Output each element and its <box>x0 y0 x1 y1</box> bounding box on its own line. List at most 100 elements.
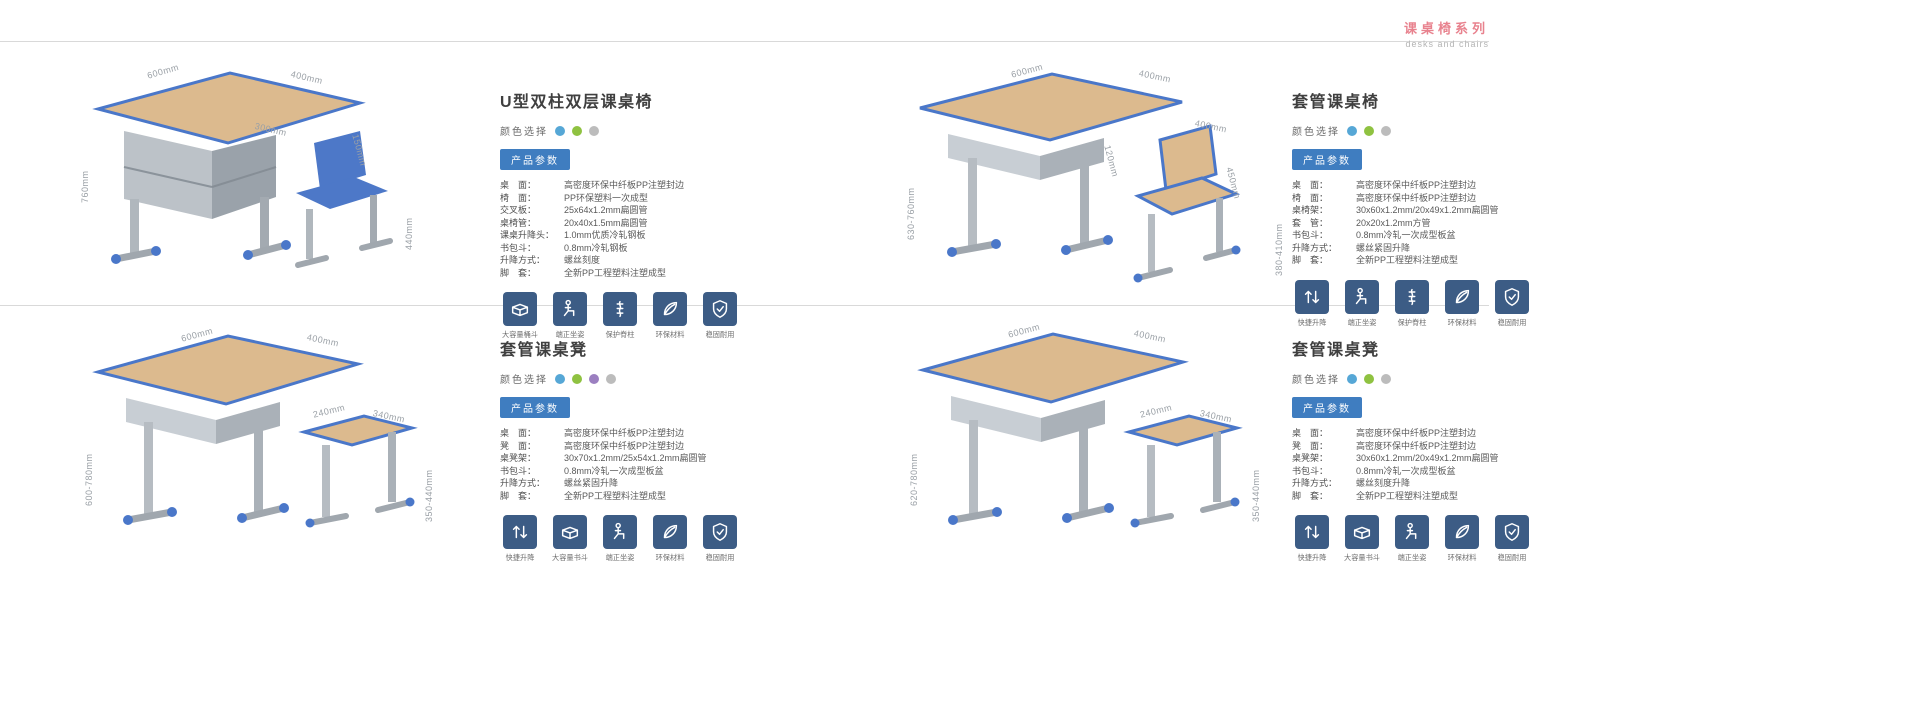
feature-item: 端正坐姿 <box>600 515 640 564</box>
spec-label: 脚 套： <box>1292 255 1329 265</box>
color-swatch <box>1364 373 1374 384</box>
spec-label: 桌 面： <box>1292 180 1329 190</box>
posture-icon <box>1345 279 1379 314</box>
dimension-label: 380-410mm <box>1274 223 1284 276</box>
feature-item: 保护脊柱 <box>600 292 640 341</box>
color-swatch <box>606 373 616 384</box>
product-title: 套管课桌凳 <box>1292 342 1380 359</box>
spec-row: 书包斗：0.8mm冷轧钢板 <box>500 242 765 255</box>
feature-label: 保护脊柱 <box>605 330 635 339</box>
spec-value: 0.8mm冷轧一次成型板盆 <box>564 465 664 476</box>
spec-row: 书包斗： 0.8mm冷轧一次成型板盆 <box>500 465 765 478</box>
feature-label: 环保材料 <box>655 553 685 562</box>
feature-label: 端正坐姿 <box>605 553 635 562</box>
spec-value: 30x70x1.2mm/25x54x1.2mm扁圆管 <box>564 453 707 463</box>
product-title: U型双柱双层课桌椅 <box>500 94 654 111</box>
spec-row: 脚 套：全新PP工程塑料注塑成型 <box>500 490 765 503</box>
spec-label: 桌 面： <box>500 428 537 438</box>
color-label: 颜色选择 <box>500 375 548 386</box>
product-1-illustration: 600mm 400mm 300mm 150mm 760mm 440mm <box>60 45 440 295</box>
spec-list: 桌 面：高密度环保中纤板PP注塑封边 凳 面：高密度环保中纤板PP注塑封边 桌凳… <box>500 427 765 502</box>
feature-item: 端正坐姿 <box>550 292 590 341</box>
dimension-label: 760mm <box>80 170 90 203</box>
spec-row: 椅 面：PP环保塑料一次成型 <box>500 192 765 205</box>
spec-label: 书包斗： <box>1292 230 1329 240</box>
spec-list: 桌 面：高密度环保中纤板PP注塑封边 椅 面：高密度环保中纤板PP注塑封边 桌椅… <box>1292 179 1557 267</box>
color-selection: 颜色选择 <box>500 123 765 138</box>
feature-item: 端正坐姿 <box>1342 279 1382 329</box>
feature-label: 端正坐姿 <box>1397 553 1427 562</box>
color-swatch <box>1347 125 1357 136</box>
spec-row: 升降方式： 螺丝刻度升降 <box>1292 477 1557 490</box>
leaf-icon <box>653 292 687 326</box>
leaf-icon <box>1445 279 1479 314</box>
feature-label: 大容量书斗 <box>1344 553 1380 562</box>
color-swatch <box>1364 125 1374 136</box>
feature-label: 保护脊柱 <box>1397 318 1427 327</box>
feature-item: 稳固耐用 <box>1492 279 1532 329</box>
feature-label: 稳固耐用 <box>1497 553 1527 562</box>
product-title: 套管课桌凳 <box>500 342 588 359</box>
color-label: 颜色选择 <box>1292 375 1340 386</box>
spec-value: PP环保塑料一次成型 <box>564 192 649 203</box>
feature-item: 稳固耐用 <box>1492 515 1532 564</box>
spec-row: 桌椅管：20x40x1.5mm扁圆管 <box>500 217 765 230</box>
spec-value: 螺丝刻度升降 <box>1356 478 1411 488</box>
spec-value: 螺丝紧固升降 <box>564 478 619 488</box>
desk-and-stool-drawing <box>917 332 1243 528</box>
spec-row: 椅 面：高密度环保中纤板PP注塑封边 <box>1292 192 1557 205</box>
color-swatch <box>572 125 582 136</box>
spec-label: 书包斗： <box>500 465 537 476</box>
feature-item: 快捷升降 <box>500 515 540 564</box>
posture-icon <box>553 292 587 326</box>
color-selection: 颜色选择 <box>500 371 765 386</box>
spec-row: 升降方式：螺丝刻度 <box>500 254 765 267</box>
feature-row: 快捷升降 大容量书斗 端正坐姿 环保材料 稳固耐用 <box>1292 515 1557 564</box>
series-subtitle: desks and chairs <box>1405 39 1489 49</box>
spec-row: 凳 面：高密度环保中纤板PP注塑封边 <box>1292 440 1557 453</box>
spec-row: 脚 套：全新PP工程塑料注塑成型 <box>500 267 765 280</box>
leaf-icon <box>1445 515 1479 549</box>
spec-row: 交叉板：25x64x1.2mm扁圆管 <box>500 204 765 217</box>
spec-value: 全新PP工程塑料注塑成型 <box>564 267 667 278</box>
spec-row: 桌 面：高密度环保中纤板PP注塑封边 <box>1292 427 1557 440</box>
desk-and-chair-drawing <box>919 72 1241 283</box>
product-2-info: 套管课桌椅 颜色选择 产品参数 桌 面：高密度环保中纤板PP注塑封边 椅 面：高… <box>1292 88 1557 329</box>
spec-label: 桌 面： <box>500 180 537 190</box>
spec-value: 高密度环保中纤板PP注塑封边 <box>1356 428 1477 438</box>
lift-icon <box>1295 279 1329 314</box>
shield-icon <box>703 515 737 549</box>
feature-item: 快捷升降 <box>1292 279 1332 329</box>
product-2-illustration: 600mm 400mm 400mm 120mm 630-760mm 380-41… <box>890 48 1290 303</box>
drawer-icon <box>553 515 587 549</box>
spec-value: 全新PP工程塑料注塑成型 <box>564 490 667 501</box>
desk-and-stool-drawing <box>92 334 418 528</box>
dimension-label: 350-440mm <box>424 469 434 522</box>
feature-item: 环保材料 <box>650 292 690 341</box>
feature-item: 快捷升降 <box>1292 515 1332 564</box>
spec-label: 脚 套： <box>1292 490 1329 501</box>
posture-icon <box>1395 515 1429 549</box>
spec-label: 桌椅管： <box>500 217 537 228</box>
feature-row: 快捷升降 大容量书斗 端正坐姿 环保材料 稳固耐用 <box>500 515 765 564</box>
spec-list: 桌 面：高密度环保中纤板PP注塑封边 椅 面：PP环保塑料一次成型 交叉板：25… <box>500 179 765 279</box>
feature-label: 环保材料 <box>1447 318 1477 327</box>
top-divider <box>0 41 1489 42</box>
feature-item: 环保材料 <box>1442 279 1482 329</box>
spec-row: 升降方式：螺丝紧固升降 <box>500 477 765 490</box>
color-swatch <box>589 125 599 136</box>
feature-label: 快捷升降 <box>1297 553 1327 562</box>
spec-row: 桌椅架：30x60x1.2mm/20x49x1.2mm扁圆管 <box>1292 204 1557 217</box>
spec-value: 1.0mm优质冷轧钢板 <box>564 230 646 240</box>
spec-value: 0.8mm冷轧钢板 <box>564 242 628 253</box>
shield-icon <box>1495 279 1529 314</box>
spec-row: 桌凳架：30x70x1.2mm/25x54x1.2mm扁圆管 <box>500 452 765 465</box>
feature-label: 稳固耐用 <box>705 553 735 562</box>
color-label: 颜色选择 <box>1292 127 1340 138</box>
spec-row: 桌 面：高密度环保中纤板PP注塑封边 <box>1292 179 1557 192</box>
spec-label: 椅 面： <box>1292 192 1329 203</box>
feature-item: 大容量书斗 <box>1342 515 1382 564</box>
spec-label: 升降方式： <box>1292 478 1338 488</box>
params-badge: 产品参数 <box>500 149 570 170</box>
spec-label: 升降方式： <box>1292 242 1338 253</box>
